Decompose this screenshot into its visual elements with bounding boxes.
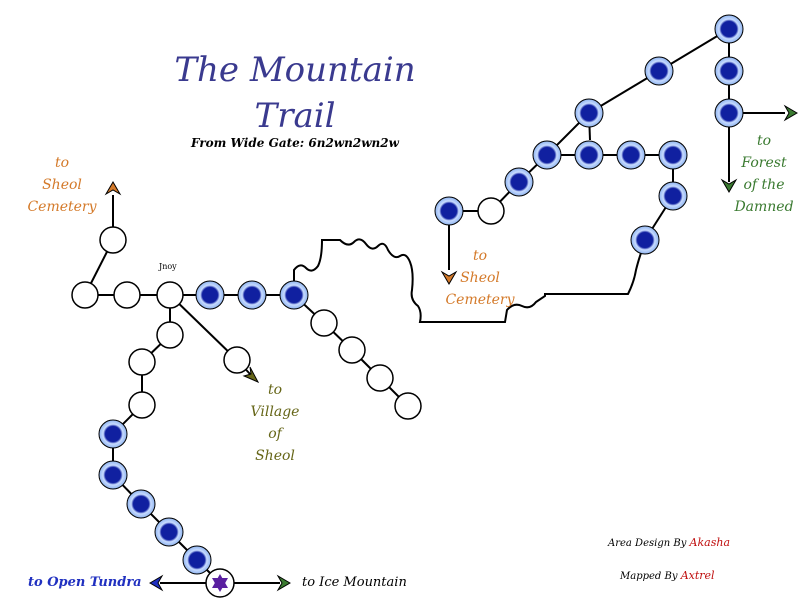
special-room [714, 98, 744, 128]
exit-label-line: to [54, 155, 70, 171]
special-room [98, 460, 128, 490]
exit-label-line: Sheol [460, 270, 500, 286]
room-jnoy [156, 281, 184, 309]
arrowhead-icon [242, 366, 260, 384]
special-room [504, 167, 534, 197]
special-room [532, 140, 562, 170]
room [394, 392, 422, 420]
special-room [434, 196, 464, 226]
special-room [714, 14, 744, 44]
exit-label-line: to [472, 248, 488, 264]
special-room [574, 140, 604, 170]
rooms [71, 197, 505, 420]
special-rooms [98, 14, 744, 575]
exit-label-sheol-cemetery-left: to Sheol Cemetery [20, 152, 104, 218]
arrowhead-icon [104, 181, 122, 196]
star-of-david-icon [212, 574, 228, 592]
credit-design-prefix: Area Design By [608, 538, 687, 549]
room [223, 346, 251, 374]
special-room [714, 56, 744, 86]
room [128, 348, 156, 376]
exit-label-line: of the [743, 177, 785, 193]
start-room [205, 568, 235, 598]
room [338, 336, 366, 364]
special-room [182, 545, 212, 575]
exit-label-line: Forest [741, 155, 787, 171]
exit-label-line: Sheol [42, 177, 82, 193]
special-room [279, 280, 309, 310]
room [477, 197, 505, 225]
special-room [237, 280, 267, 310]
room [71, 281, 99, 309]
special-room [195, 280, 225, 310]
credit-mapped-by: Mapped By Axtrel [620, 569, 715, 582]
exit-label-line: Sheol [255, 448, 295, 464]
exit-label-village-of-sheol: to Village of Sheol [240, 379, 310, 467]
room [128, 391, 156, 419]
exit-label-line: Village [250, 404, 300, 420]
credit-mapped-name: Axtrel [680, 569, 715, 582]
credit-mapped-prefix: Mapped By [620, 571, 678, 582]
room [366, 364, 394, 392]
map-subtitle: From Wide Gate: 6n2wn2wn2w [191, 136, 399, 150]
arrowhead-icon [149, 574, 164, 592]
arrowhead-icon [783, 104, 798, 122]
exit-label-line: Cemetery [27, 199, 97, 215]
exit-label-sheol-cemetery-right: to Sheol Cemetery [440, 245, 520, 311]
map-title-line2: Trail [254, 96, 336, 136]
exit-label-line: to [756, 133, 772, 149]
special-room [98, 419, 128, 449]
credit-area-design: Area Design By Akasha [608, 536, 730, 549]
special-room [658, 140, 688, 170]
special-room [616, 140, 646, 170]
special-room [630, 225, 660, 255]
exit-label-open-tundra: to Open Tundra [28, 575, 142, 590]
room-label-jnoy: Jnoy [159, 262, 177, 271]
exit-label-line: Cemetery [445, 292, 515, 308]
room [156, 321, 184, 349]
exit-label-line: Damned [734, 199, 794, 215]
credit-design-name: Akasha [689, 536, 731, 549]
exit-label-ice-mountain: to Ice Mountain [302, 575, 407, 590]
map-title-line1: The Mountain [174, 50, 416, 90]
special-room [126, 489, 156, 519]
room [113, 281, 141, 309]
exit-label-line: to [267, 382, 283, 398]
arrowhead-icon [276, 574, 291, 592]
special-room [154, 517, 184, 547]
room [310, 309, 338, 337]
arrowhead-icon [440, 270, 458, 285]
special-room [574, 98, 604, 128]
arrowhead-icon [720, 178, 738, 193]
exit-label-line: of [268, 426, 282, 442]
special-room [658, 181, 688, 211]
room [99, 226, 127, 254]
special-room [644, 56, 674, 86]
exit-markers [104, 104, 798, 592]
exit-label-forest-of-the-damned: to Forest of the Damned [730, 130, 798, 218]
